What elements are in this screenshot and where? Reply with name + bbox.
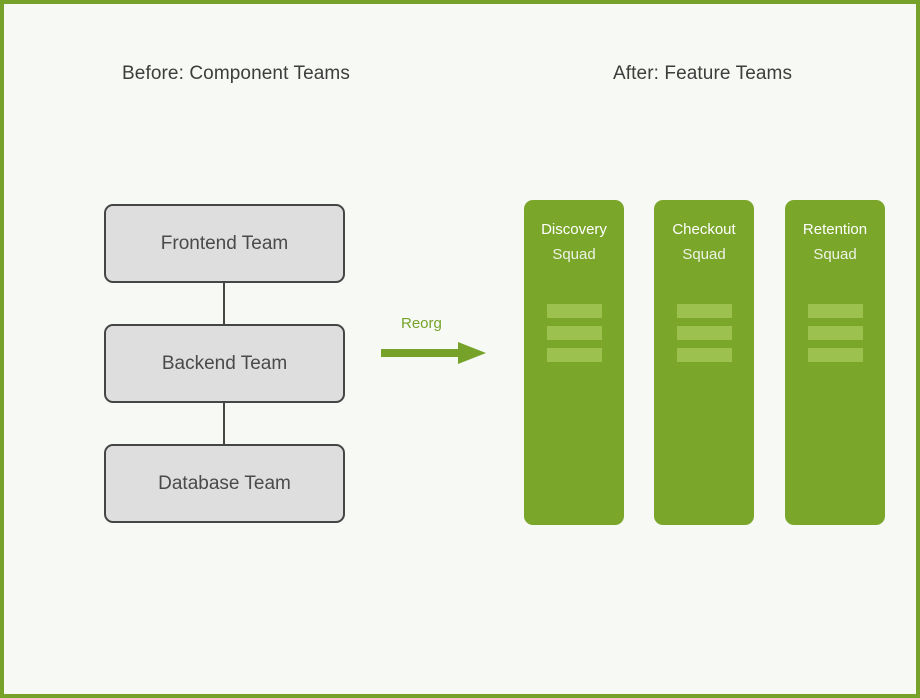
squad-bar — [808, 304, 863, 318]
squad-bar — [547, 304, 602, 318]
feature-squad-card-checkout[interactable]: Checkout Squad — [654, 200, 754, 525]
feature-squad-name: Discovery — [541, 221, 607, 238]
feature-squad-subtitle: Squad — [552, 246, 596, 263]
feature-squad-bars — [547, 304, 602, 370]
squad-bar — [808, 348, 863, 362]
feature-squad-subtitle: Squad — [682, 246, 726, 263]
feature-squad-name: Checkout — [672, 221, 736, 238]
squad-bar — [547, 348, 602, 362]
feature-squad-card-discovery[interactable]: Discovery Squad — [524, 200, 624, 525]
squad-bar — [677, 304, 732, 318]
component-team-label: Backend Team — [161, 352, 288, 374]
component-team-label: Database Team — [158, 472, 291, 494]
feature-squad-bars — [677, 304, 732, 370]
feature-squad-subtitle: Squad — [813, 246, 857, 263]
connector-frontend-backend — [223, 283, 225, 324]
component-team-node-database[interactable]: Database Team — [104, 444, 345, 523]
arrow-right-icon — [381, 342, 486, 364]
reorg-arrow-label: Reorg — [401, 315, 442, 332]
after-column-title: After: Feature Teams — [613, 63, 793, 84]
before-column-title: Before: Component Teams — [122, 63, 350, 84]
connector-backend-database — [223, 403, 225, 444]
squad-bar — [677, 326, 732, 340]
squad-bar — [547, 326, 602, 340]
component-team-node-frontend[interactable]: Frontend Team — [104, 204, 345, 283]
feature-squad-name: Retention — [802, 221, 868, 238]
component-team-node-backend[interactable]: Backend Team — [104, 324, 345, 403]
component-team-label: Frontend Team — [160, 232, 289, 254]
feature-squad-card-retention[interactable]: Retention Squad — [785, 200, 885, 525]
squad-bar — [808, 326, 863, 340]
feature-squad-bars — [808, 304, 863, 370]
squad-bar — [677, 348, 732, 362]
